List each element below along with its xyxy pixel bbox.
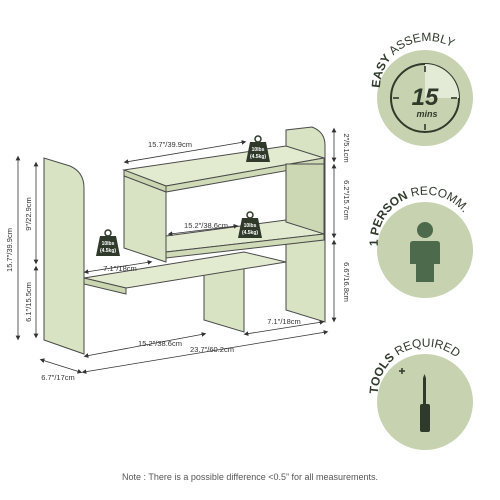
desk-shelf-drawing: 10lbs (4.5kg) 10lbs (4.5kg) 10lbs (4.5kg…: [5, 126, 351, 382]
assembly-minutes: 15: [412, 84, 439, 111]
svg-text:(4.5kg): (4.5kg): [100, 248, 116, 254]
tools-required-badge: TOOLS REQUIRED: [360, 330, 490, 460]
dim-left-depth: 6.7″/17cm: [41, 373, 75, 382]
dim-bottom-width: 15.2″/38.6cm: [138, 339, 182, 348]
svg-text:10lbs: 10lbs: [102, 241, 115, 247]
weight-icon-bottom: 10lbs (4.5kg): [96, 229, 120, 256]
dim-right-bottom-height: 6.6″/16.8cm: [342, 262, 351, 302]
assembly-unit: mins: [416, 109, 437, 119]
measurement-note: Note : There is a possible difference <0…: [121, 472, 379, 482]
dim-total-width: 23.7″/60.2cm: [190, 345, 234, 354]
left-side-panel: [43, 157, 85, 355]
product-diagram: 10lbs (4.5kg) 10lbs (4.5kg) 10lbs (4.5kg…: [5, 126, 351, 382]
dim-right-bottom-depth: 7.1″/18cm: [267, 317, 301, 326]
easy-assembly-badge: EASY ASSEMBLY 15 mins: [360, 20, 490, 150]
dim-right-top-height: 2″/5.1cm: [342, 133, 351, 162]
dim-left-shelf-depth: 7.1″/18cm: [103, 264, 137, 273]
inner-left-panel: [123, 175, 167, 263]
weight-icon-middle: 10lbs (4.5kg): [238, 211, 262, 238]
dim-upper-left-height: 9″/22.9cm: [24, 197, 33, 231]
dim-total-height: 15.7″/39.9cm: [5, 228, 14, 272]
dim-lower-left-height: 6.1″/15.5cm: [24, 282, 33, 322]
dim-right-mid-height: 6.2″/15.7cm: [342, 180, 351, 220]
one-person-badge: 1 PERSON RECOMM.: [360, 178, 490, 308]
svg-text:(4.5kg): (4.5kg): [250, 154, 266, 160]
weight-icon-top: 10lbs (4.5kg): [246, 135, 270, 162]
svg-text:10lbs: 10lbs: [252, 147, 265, 153]
clock-icon: [393, 66, 457, 130]
dim-mid-shelf-width: 15.2″/38.6cm: [184, 221, 228, 230]
dim-top-shelf-width: 15.7″/39.9cm: [148, 140, 192, 149]
screwdriver-icon: [399, 368, 430, 432]
svg-text:10lbs: 10lbs: [244, 223, 257, 229]
person-icon: [410, 222, 440, 282]
svg-text:(4.5kg): (4.5kg): [242, 230, 258, 236]
